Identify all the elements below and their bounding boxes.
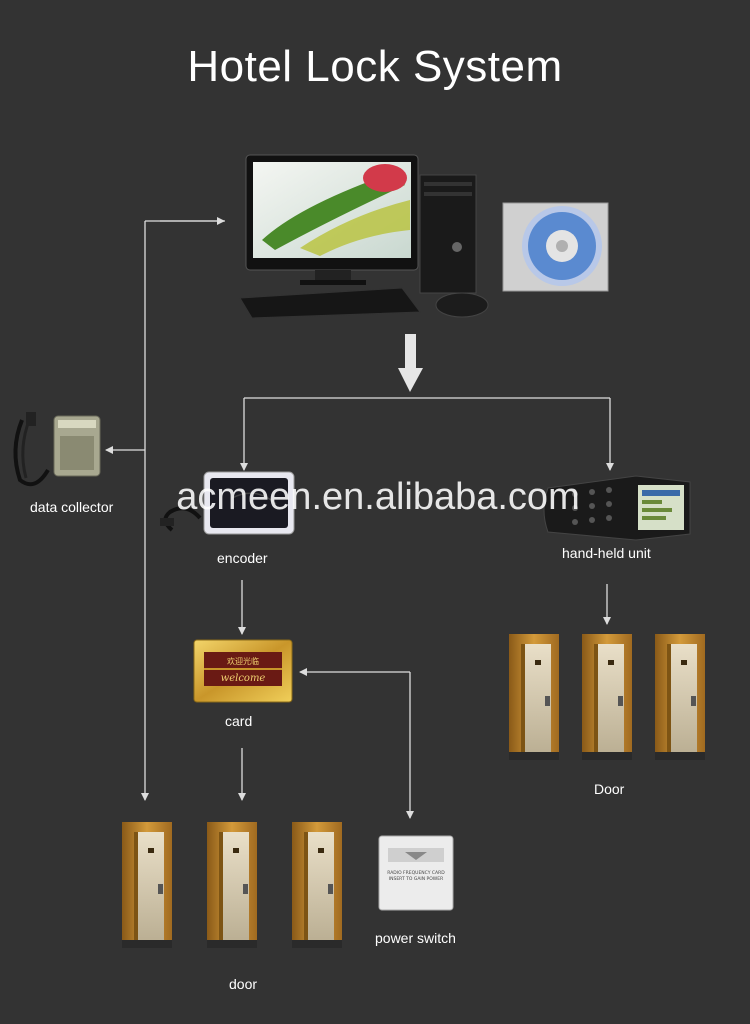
switch-text-line1: RADIO FREQUENCY CARD (387, 870, 445, 876)
label-power-switch: power switch (375, 930, 456, 946)
label-data-collector: data collector (30, 499, 114, 515)
power-switch-image: RADIO FREQUENCY CARD INSERT TO GAIN POWE… (378, 835, 454, 911)
software-cd-image (502, 202, 609, 292)
label-encoder: encoder (217, 550, 268, 566)
card-image: 欢迎光临 welcome (193, 639, 293, 703)
card-welcome-text: welcome (221, 673, 266, 684)
connector-lines (105, 217, 614, 819)
label-door-right: Door (594, 781, 625, 797)
door-group-right (509, 634, 705, 760)
label-card: card (225, 713, 253, 729)
hand-held-unit-image (543, 475, 691, 541)
door-right-1 (509, 634, 559, 760)
switch-text-line2: INSERT TO GAIN POWER (389, 876, 443, 882)
door-right-2 (582, 634, 632, 760)
door-right-3 (655, 634, 705, 760)
label-hand-held-unit: hand-held unit (562, 545, 651, 561)
door-bottom-1 (122, 822, 172, 948)
door-group-bottom (122, 822, 342, 948)
door-bottom-3 (292, 822, 342, 948)
watermark-text: acmeen.en.alibaba.com (176, 476, 580, 518)
diagram-title: Hotel Lock System (187, 42, 563, 91)
computer-image (239, 154, 489, 319)
data-collector-image (13, 412, 101, 487)
main-flow-arrow (398, 334, 423, 392)
door-bottom-2 (207, 822, 257, 948)
card-chinese-text: 欢迎光临 (227, 656, 259, 666)
label-door-bottom: door (229, 976, 258, 992)
encoder-image (160, 471, 295, 535)
